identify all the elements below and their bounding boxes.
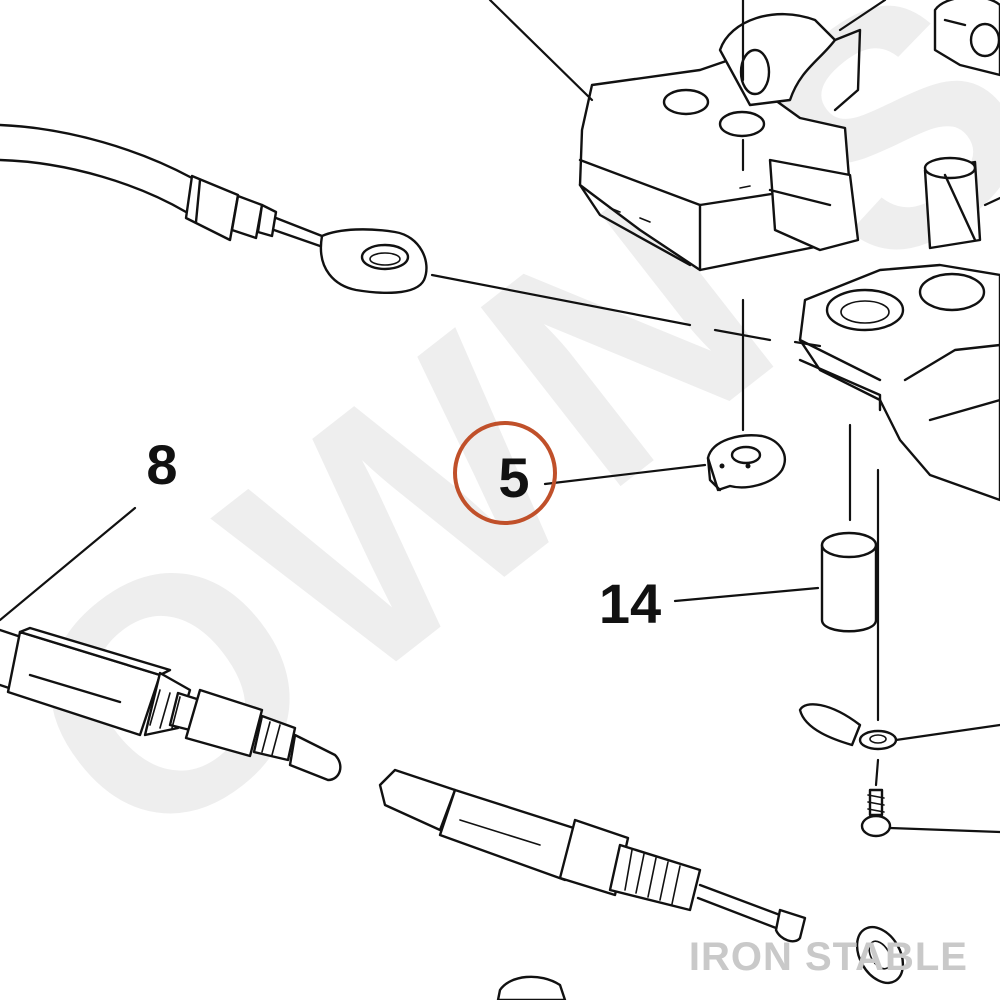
lower-cable bbox=[378, 768, 905, 1000]
lower-right-hardware bbox=[798, 703, 1000, 838]
pin-top-right bbox=[923, 156, 1000, 250]
brand-watermark: IRON STABLE bbox=[689, 935, 968, 979]
leader-14 bbox=[673, 586, 820, 603]
highlight-circle bbox=[453, 421, 557, 525]
upper-cable bbox=[0, 123, 428, 294]
callout-14: 14 bbox=[599, 572, 661, 635]
lever-bracket bbox=[578, 12, 862, 272]
part-5-clip bbox=[706, 434, 786, 492]
leader-8 bbox=[0, 506, 137, 622]
part-14-pin bbox=[820, 531, 878, 633]
callout-8: 8 bbox=[146, 433, 177, 496]
callout-5: 5 bbox=[498, 446, 529, 509]
top-right-part bbox=[933, 0, 1000, 77]
leader-5 bbox=[543, 463, 707, 486]
part-8-cable bbox=[0, 626, 342, 782]
lower-bracket bbox=[798, 263, 1000, 502]
